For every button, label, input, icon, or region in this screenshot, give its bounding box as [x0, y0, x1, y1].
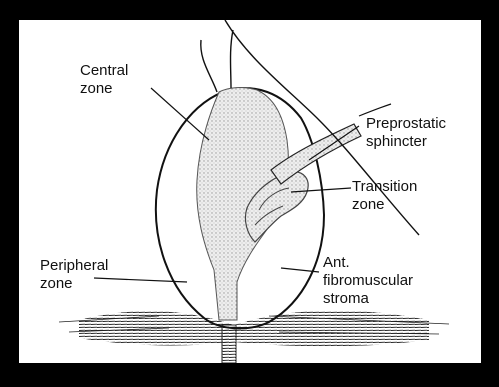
- illustration-panel: Central zone Preprostatic sphincter Tran…: [19, 20, 481, 363]
- base-tissue: [79, 310, 429, 346]
- urethra-stub: [222, 325, 236, 363]
- label-ant-fibromuscular-stroma: Ant. fibromuscular stroma: [323, 254, 413, 308]
- leader-central-zone: [151, 88, 209, 140]
- label-central-zone: Central zone: [80, 62, 128, 98]
- label-peripheral-zone: Peripheral zone: [40, 257, 108, 293]
- label-transition-zone: Transition zone: [352, 178, 417, 214]
- label-preprostatic-sphincter: Preprostatic sphincter: [366, 115, 446, 151]
